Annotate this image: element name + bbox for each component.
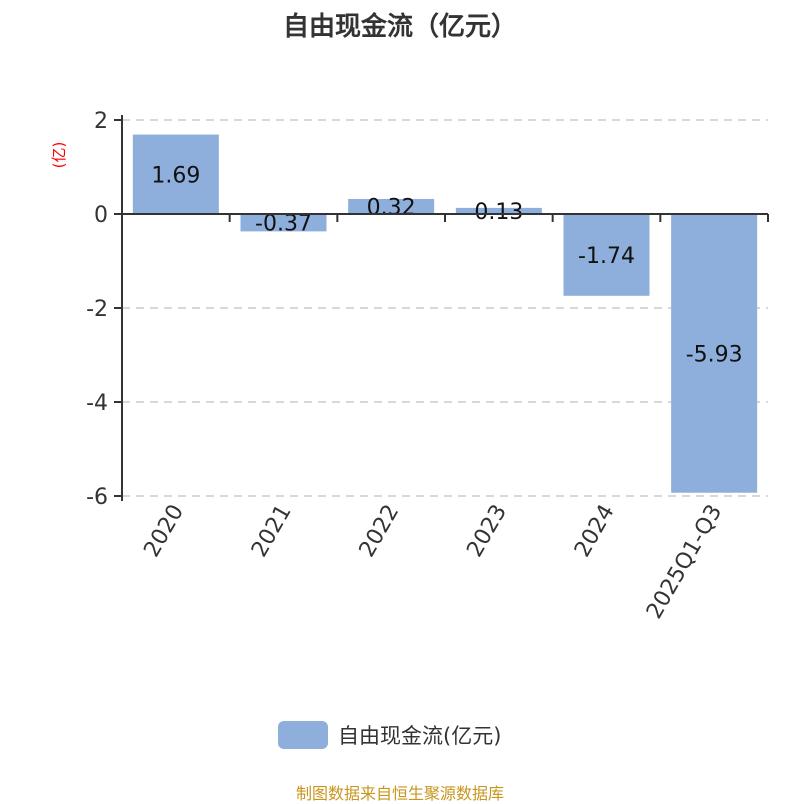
bar bbox=[563, 214, 650, 296]
data-label: 1.69 bbox=[151, 163, 200, 188]
bar bbox=[132, 134, 219, 214]
y-tick-label: -6 bbox=[86, 485, 108, 510]
data-label: -1.74 bbox=[578, 244, 635, 269]
x-tick-label: 2020 bbox=[139, 501, 189, 562]
legend-swatch bbox=[278, 721, 328, 749]
y-tick-label: 2 bbox=[94, 109, 108, 134]
x-tick-label: 2021 bbox=[247, 501, 297, 562]
source-note: 制图数据来自恒生聚源数据库 bbox=[295, 784, 504, 803]
bar bbox=[348, 198, 435, 214]
y-tick-label: -2 bbox=[86, 297, 108, 322]
y-tick-label: -4 bbox=[86, 391, 108, 416]
x-tick-label: 2025Q1-Q3 bbox=[642, 501, 727, 624]
data-label: 0.13 bbox=[474, 200, 523, 225]
x-tick-label: 2024 bbox=[570, 501, 620, 562]
y-tick-label: 0 bbox=[94, 203, 108, 228]
data-label: 0.32 bbox=[367, 195, 416, 220]
y-axis-label: (亿) bbox=[50, 142, 68, 169]
legend-label: 自由现金流(亿元) bbox=[338, 724, 502, 748]
data-label: -0.37 bbox=[255, 212, 312, 237]
x-tick-label: 2023 bbox=[462, 501, 512, 562]
data-label: -5.93 bbox=[686, 342, 743, 367]
chart-title: 自由现金流（亿元） bbox=[282, 12, 517, 42]
x-tick-label: 2022 bbox=[355, 501, 405, 562]
bar bbox=[455, 207, 542, 214]
legend[interactable]: 自由现金流(亿元) bbox=[278, 720, 501, 750]
bar bbox=[240, 214, 327, 232]
bar bbox=[671, 214, 758, 493]
